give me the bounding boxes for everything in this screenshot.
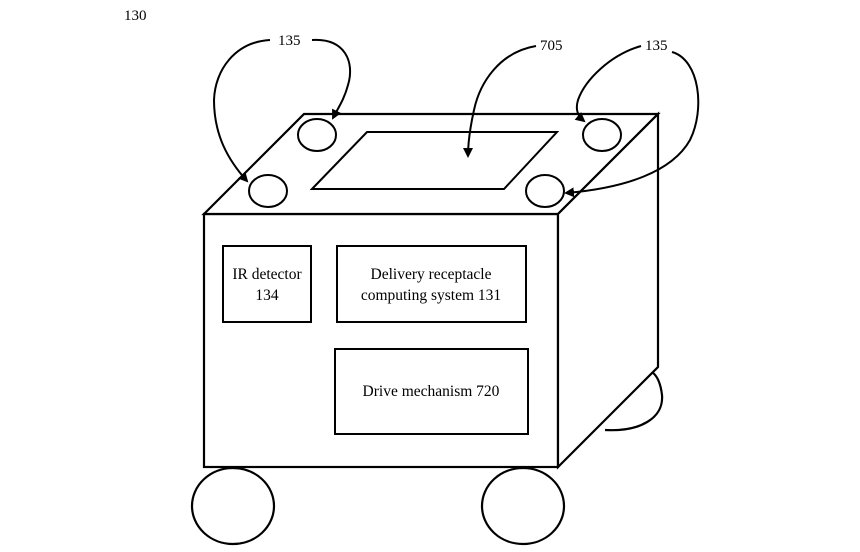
leader-arrow-135-front-left (212, 39, 271, 183)
leader-arrow-135-rear-left (311, 38, 352, 120)
ir-detector-box (222, 245, 312, 323)
rear-wheel (604, 368, 664, 432)
top-panel (309, 131, 560, 190)
computing-system-box (336, 245, 527, 323)
sensor-front-left (248, 174, 288, 208)
box-side-face (556, 111, 660, 470)
figure-ref-label: 130 (124, 8, 147, 24)
drive-mechanism-label: Drive mechanism 720 (363, 383, 500, 400)
box-front-face (202, 212, 560, 469)
computing-system-label: Delivery receptacle (371, 266, 492, 283)
leader-arrow-135-front-right (564, 51, 700, 198)
drive-mechanism-box (334, 348, 529, 435)
leader-arrow-705 (463, 45, 537, 158)
front-wheel-right (480, 466, 566, 546)
sensor-ref-label-right: 135 (645, 38, 668, 54)
leader-arrow-135-rear-right (574, 45, 642, 123)
sensor-front-right (525, 174, 565, 208)
front-wheel-left (190, 466, 276, 546)
ir-detector-number: 134 (255, 287, 279, 304)
sensor-rear-right (582, 118, 622, 152)
sensor-ref-label-left: 135 (278, 33, 301, 49)
ir-detector-label: IR detector (232, 266, 302, 283)
computing-system-number: computing system 131 (361, 287, 501, 304)
sensor-rear-left (297, 118, 337, 152)
panel-ref-label: 705 (540, 38, 563, 54)
